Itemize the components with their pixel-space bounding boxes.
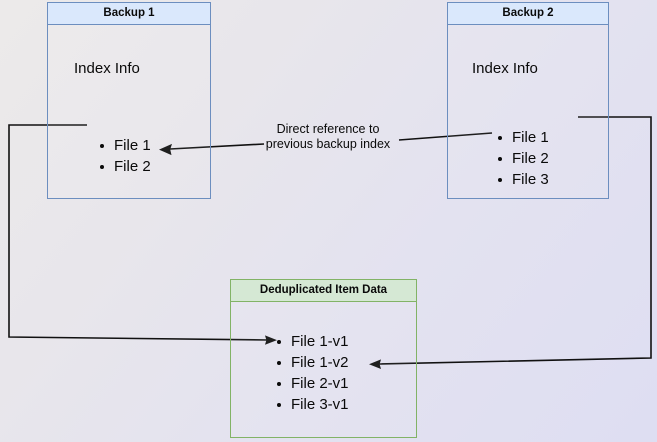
node-backup-1-title: Backup 1 <box>48 3 210 25</box>
list-item: File 3 <box>496 169 549 190</box>
node-backup-1-item-list: File 1 File 2 <box>98 135 151 177</box>
list-item: File 1-v1 <box>275 331 349 352</box>
node-deduplicated-item-data-body: File 1-v1 File 1-v2 File 2-v1 File 3-v1 <box>231 302 416 437</box>
list-item: File 2 <box>98 156 151 177</box>
arrow-head-icon <box>159 143 172 156</box>
node-backup-2[interactable]: Backup 2 Index Info File 1 File 2 File 3 <box>447 2 609 199</box>
edge-backup2-file1-to-dedup <box>369 116 652 369</box>
node-backup-1-body: Index Info File 1 File 2 <box>48 25 210 198</box>
node-deduplicated-item-data-title: Deduplicated Item Data <box>231 280 416 302</box>
list-item: File 1 <box>98 135 151 156</box>
node-backup-2-subtitle: Index Info <box>472 60 538 77</box>
edge-label-direct-reference: Direct reference to previous backup inde… <box>265 122 391 151</box>
edge-path <box>378 116 652 365</box>
edge-backup1-file1-to-dedup <box>8 124 277 345</box>
edge-path-left-segment <box>169 143 265 150</box>
node-backup-2-item-list: File 1 File 2 File 3 <box>496 127 549 190</box>
list-item: File 1-v2 <box>275 352 349 373</box>
arrow-head-icon <box>369 359 381 369</box>
arrow-head-icon <box>265 335 277 345</box>
list-item: File 3-v1 <box>275 394 349 415</box>
node-deduplicated-item-data[interactable]: Deduplicated Item Data File 1-v1 File 1-… <box>230 279 417 438</box>
list-item: File 2-v1 <box>275 373 349 394</box>
node-deduplicated-item-data-item-list: File 1-v1 File 1-v2 File 2-v1 File 3-v1 <box>275 331 349 415</box>
edge-path <box>8 124 269 341</box>
list-item: File 2 <box>496 148 549 169</box>
node-backup-2-title: Backup 2 <box>448 3 608 25</box>
node-backup-2-body: Index Info File 1 File 2 File 3 <box>448 25 608 198</box>
list-item: File 1 <box>496 127 549 148</box>
node-backup-1-subtitle: Index Info <box>74 60 140 77</box>
node-backup-1[interactable]: Backup 1 Index Info File 1 File 2 <box>47 2 211 199</box>
edge-path-right-segment <box>398 132 493 141</box>
edge-backup2-to-backup1 <box>159 132 493 156</box>
